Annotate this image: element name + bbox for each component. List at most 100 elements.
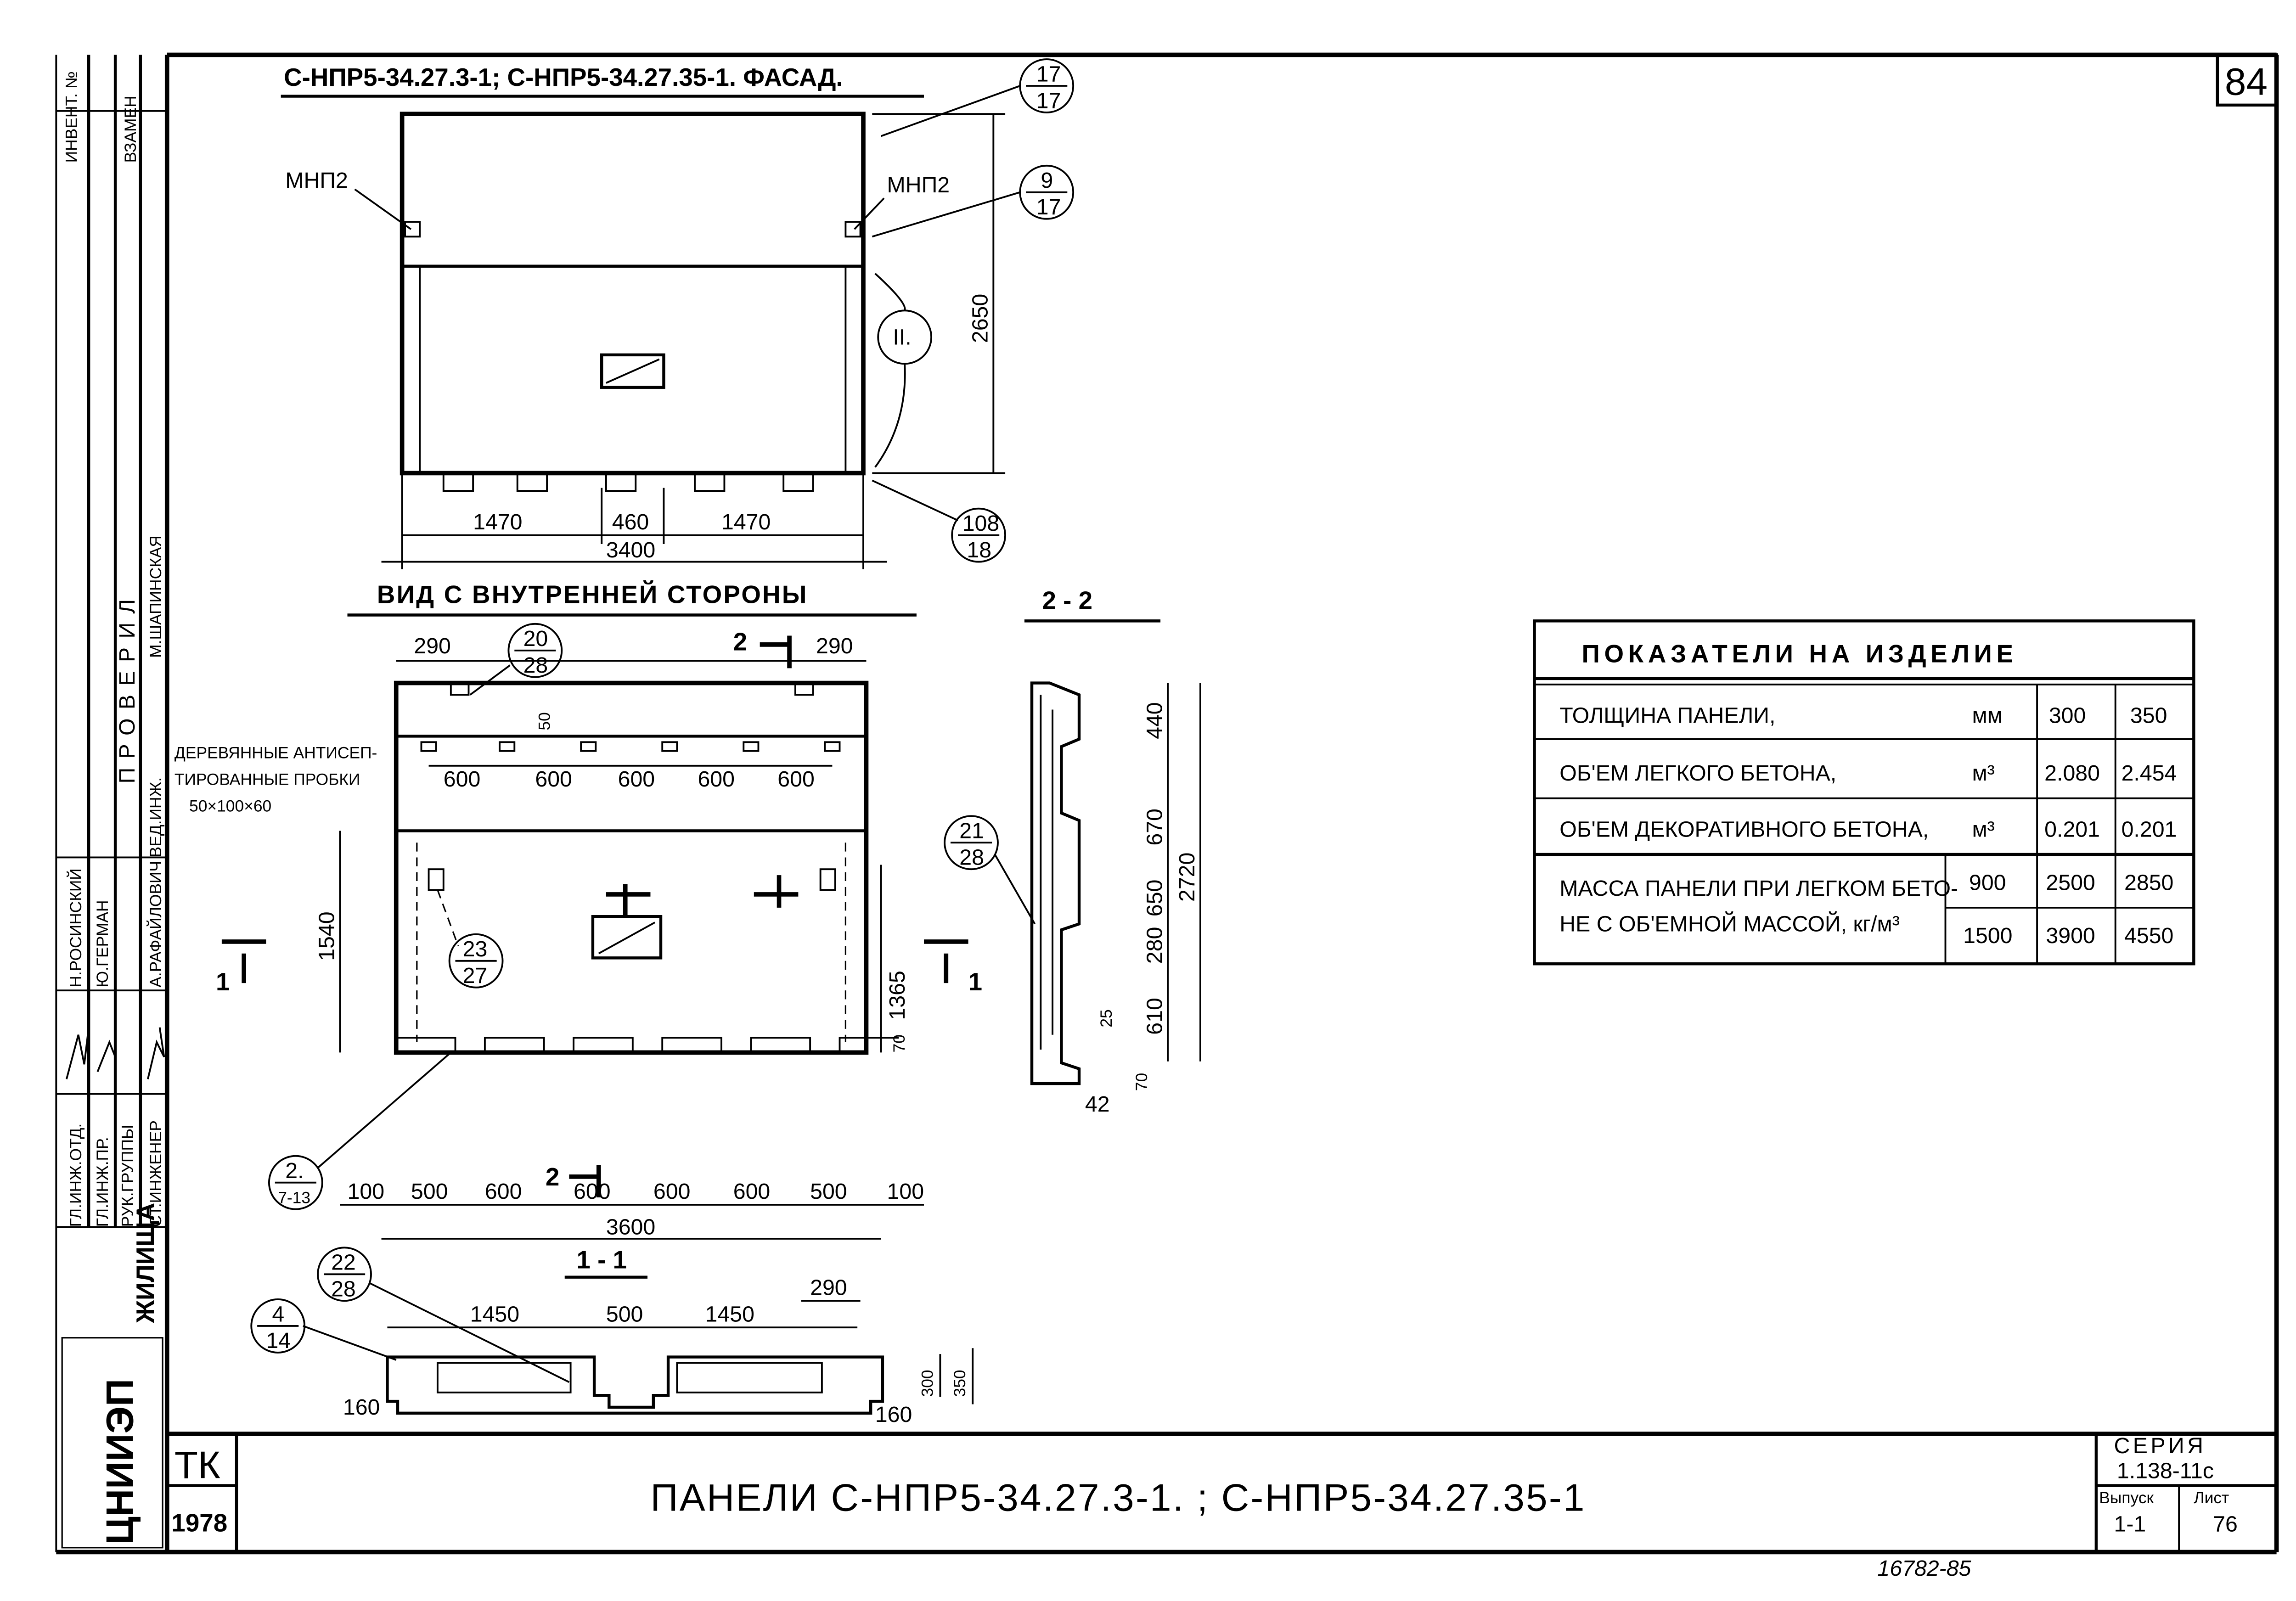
svg-text:мм: мм xyxy=(1972,703,2002,728)
callout-17-17: 17 17 xyxy=(881,58,1075,137)
dim-text: 2650 xyxy=(968,294,992,343)
section-2-2-title: 2 - 2 xyxy=(1042,586,1093,615)
dim-text: 500 xyxy=(606,1302,643,1326)
stamp-role: РУК.ГРУППЫ xyxy=(118,1125,137,1227)
callout-23-27: 23 27 xyxy=(437,889,504,989)
svg-text:9: 9 xyxy=(1041,168,1053,193)
facade-title: С-НПР5-34.27.3-1; С-НПР5-34.27.35-1. ФАС… xyxy=(284,63,843,91)
svg-text:0.201: 0.201 xyxy=(2044,817,2100,842)
dim-text: 1470 xyxy=(473,510,522,534)
callout-4-14: 4 14 xyxy=(250,1298,397,1361)
note-plugs-line1: ДЕРЕВЯННЫЕ АНТИСЕП- xyxy=(174,744,377,762)
series-label: СЕРИЯ xyxy=(2114,1433,2206,1458)
callout-2-7-13: 2. 7-13 xyxy=(268,1051,452,1210)
label-mnp-left: МНП2 xyxy=(285,168,348,193)
table-row: ОБ'ЕМ ДЕКОРАТИВНОГО БЕТОНА, м³ 0.201 0.2… xyxy=(1559,817,2177,842)
dim-text: 25 xyxy=(1097,1009,1115,1027)
callout-22-28: 22 28 xyxy=(317,1247,570,1383)
dim-text: 1540 xyxy=(315,911,339,961)
label-mnp-right: МНП2 xyxy=(887,173,950,197)
sheet-frame: 84 xyxy=(56,52,2279,1555)
dim-text: 1470 xyxy=(721,510,771,534)
dim-text: 290 xyxy=(810,1275,847,1300)
svg-text:900: 900 xyxy=(1969,870,2006,895)
svg-text:108: 108 xyxy=(962,511,1000,536)
svg-text:4550: 4550 xyxy=(2124,923,2173,948)
dim-text: 350 xyxy=(951,1370,969,1397)
note-plugs-line2: ТИРОВАННЫЕ ПРОБКИ xyxy=(174,770,360,789)
svg-text:17: 17 xyxy=(1036,195,1061,219)
dim-text: 160 xyxy=(875,1402,912,1427)
section-mark-2-bottom: 2 xyxy=(546,1163,559,1191)
svg-text:27: 27 xyxy=(463,963,488,988)
dim-text: 3600 xyxy=(606,1214,655,1239)
stamp-name: Н.РОСИНСКИЙ xyxy=(67,868,85,987)
svg-text:17: 17 xyxy=(1036,88,1061,113)
stamp-role: ГЛ.ИНЖ.ОТД. xyxy=(67,1124,85,1227)
stamp-name: А.РАФАЙЛОВИЧ xyxy=(146,861,165,988)
svg-text:ЦНИИЭП: ЦНИИЭП xyxy=(98,1379,141,1545)
drawing-title: ПАНЕЛИ С-НПР5-34.27.3-1. ; С-НПР5-34.27.… xyxy=(650,1476,1586,1519)
stamp-lead-role: ВЕД.ИНЖ. xyxy=(146,777,165,858)
svg-text:0.201: 0.201 xyxy=(2122,817,2177,842)
svg-text:17: 17 xyxy=(1036,62,1061,86)
dim-text: 600 xyxy=(444,767,481,792)
stamp-name: Ю.ГЕРМАН xyxy=(93,900,112,987)
svg-text:22: 22 xyxy=(331,1250,356,1275)
sheet-number: 84 xyxy=(2225,60,2268,103)
callout-21-28: 21 28 xyxy=(944,815,1036,925)
dim-text: 600 xyxy=(733,1179,771,1204)
dim-text: 3400 xyxy=(606,538,655,562)
section-2-2: 2 - 2 440 670 650 280 610 2720 25 70 42 … xyxy=(944,586,1201,1117)
stamp-lead-name: М.ШАПИНСКАЯ xyxy=(146,535,165,658)
dim-text: 600 xyxy=(777,767,815,792)
year: 1978 xyxy=(171,1508,227,1537)
svg-text:м³: м³ xyxy=(1972,761,1994,786)
dim-text: 2720 xyxy=(1175,853,1199,902)
svg-text:4: 4 xyxy=(272,1302,284,1326)
dim-text: 1365 xyxy=(885,971,910,1020)
svg-text:ОБ'ЕМ ДЕКОРАТИВНОГО БЕТОНА,: ОБ'ЕМ ДЕКОРАТИВНОГО БЕТОНА, xyxy=(1559,817,1929,842)
dim-text: 70 xyxy=(890,1034,908,1052)
svg-text:14: 14 xyxy=(266,1328,291,1353)
dim-text: 100 xyxy=(348,1179,385,1204)
table-row: ОБ'ЕМ ЛЕГКОГО БЕТОНА, м³ 2.080 2.454 xyxy=(1559,761,2177,786)
callout-108-18: 108 18 xyxy=(872,479,1007,563)
svg-text:ОБ'ЕМ ЛЕГКОГО БЕТОНА,: ОБ'ЕМ ЛЕГКОГО БЕТОНА, xyxy=(1559,761,1836,786)
stamp-vzamen: ВЗАМЕН xyxy=(121,95,140,163)
dim-text: 460 xyxy=(612,510,649,534)
dim-text: 440 xyxy=(1142,702,1167,739)
note-plugs-line3: 50×100×60 xyxy=(189,797,271,815)
callout-20-28: 20 28 xyxy=(469,623,563,696)
section-mark-1-right: 1 xyxy=(968,967,982,996)
svg-text:20: 20 xyxy=(523,626,548,651)
stamp-role: СТ.ИНЖЕНЕР xyxy=(146,1120,165,1227)
inner-view: ВИД С ВНУТРЕННЕЙ СТОРОНЫ 290 290 50 600 … xyxy=(174,580,982,1240)
svg-text:3900: 3900 xyxy=(2046,923,2095,948)
dim-text: 100 xyxy=(887,1179,924,1204)
archive-number: 16782-85 xyxy=(1877,1556,1971,1581)
sheet-value: 76 xyxy=(2213,1511,2238,1536)
svg-text:350: 350 xyxy=(2130,703,2167,728)
tk-label: ТК xyxy=(174,1444,220,1487)
dim-text: 500 xyxy=(411,1179,448,1204)
dim-text: 42 xyxy=(1085,1092,1110,1117)
dim-text: 610 xyxy=(1142,998,1167,1035)
stamp-checked: ПРОВЕРИЛ xyxy=(115,590,140,784)
section-1-1-title: 1 - 1 xyxy=(577,1245,627,1274)
svg-text:ТОЛЩИНА ПАНЕЛИ,: ТОЛЩИНА ПАНЕЛИ, xyxy=(1559,703,1775,728)
svg-text:м³: м³ xyxy=(1972,817,1994,842)
svg-text:2850: 2850 xyxy=(2124,870,2173,895)
svg-text:II.: II. xyxy=(893,325,911,349)
svg-text:2.: 2. xyxy=(285,1158,304,1183)
sheet-label: Лист xyxy=(2194,1489,2229,1507)
indicators-table: ПОКАЗАТЕЛИ НА ИЗДЕЛИЕ ТОЛЩИНА ПАНЕЛИ, мм… xyxy=(1533,619,2195,966)
series-value: 1.138-11с xyxy=(2117,1459,2214,1483)
stamp-role: ГЛ.ИНЖ.ПР. xyxy=(93,1137,112,1227)
mass-label-2: НЕ С ОБ'ЕМНОЙ МАССОЙ, кг/м³ xyxy=(1559,911,1899,936)
table-title: ПОКАЗАТЕЛИ НА ИЗДЕЛИЕ xyxy=(1582,640,2018,668)
dim-text: 600 xyxy=(698,767,735,792)
callout-9-17: 9 17 xyxy=(872,164,1075,238)
org-logo: ЦНИИЭП xyxy=(61,1337,163,1549)
